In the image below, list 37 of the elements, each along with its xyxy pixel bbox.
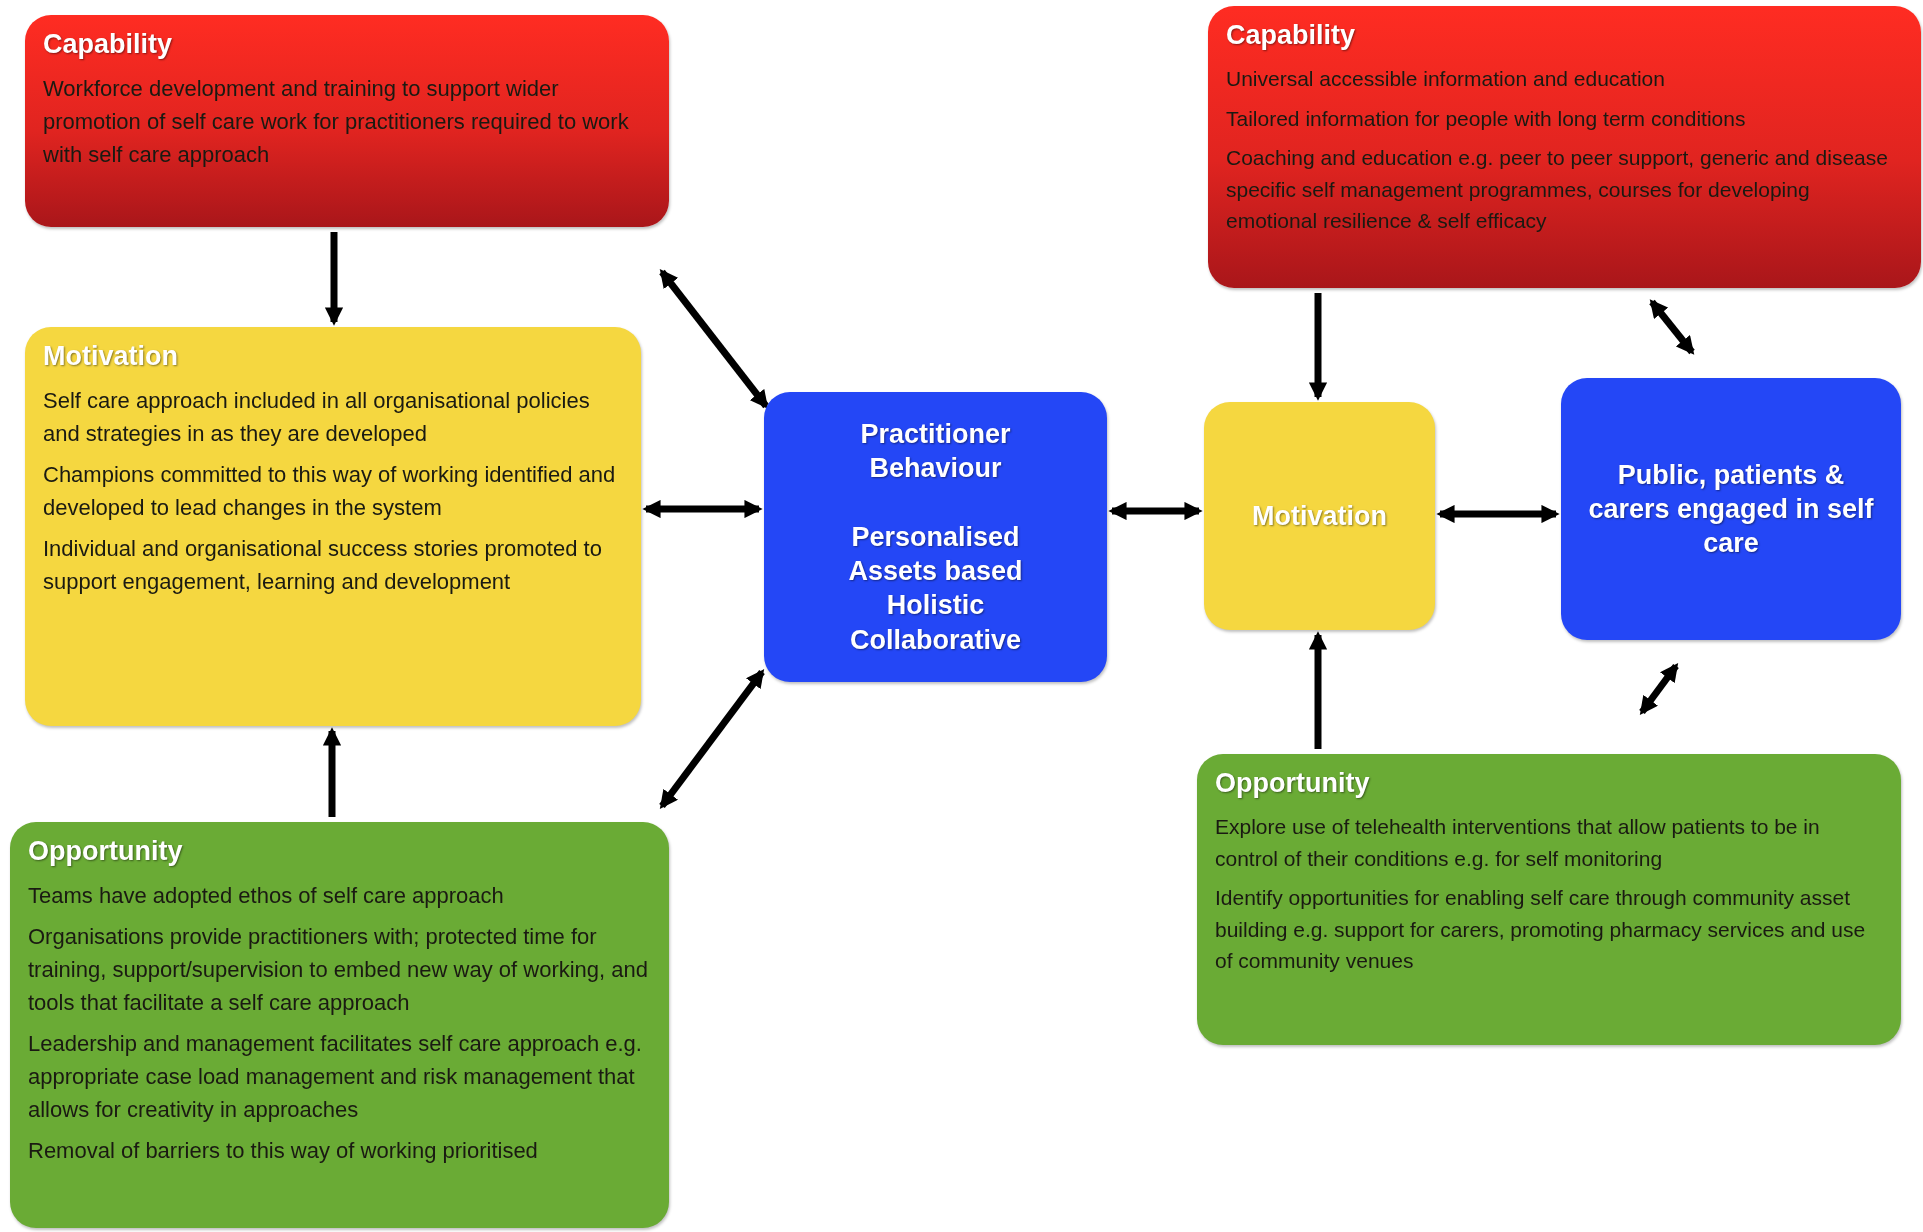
bullet-text: Workforce development and training to support wider promotion of self care work for practitioners required to work with self care approach <box>43 75 630 169</box>
rounded-box <box>1204 402 1435 630</box>
box-heading: Capability <box>1226 20 1357 51</box>
category-box <box>25 327 641 726</box>
category-box <box>1208 6 1921 288</box>
box-label: Practitioner Behaviour <box>859 418 1012 486</box>
arrow <box>659 269 769 409</box>
arrow <box>1436 504 1560 524</box>
box-label: Personalised Assets based Holistic Collaborative <box>847 520 1024 657</box>
category-box <box>10 822 669 1228</box>
category-box <box>25 15 669 227</box>
box-heading: Motivation <box>43 341 179 372</box>
arrow <box>1639 663 1679 715</box>
arrow <box>1108 501 1203 521</box>
bullet-text: Self care approach included in all organisational policies and strategies in as they are developed <box>43 387 591 448</box>
arrow <box>1649 299 1695 355</box>
bullet-text: Champions committed to this way of working identified and developed to lead changes in the system <box>43 461 617 522</box>
arrow <box>642 499 763 519</box>
bullet-text: Identify opportunities for enabling self care through community asset building e.g. support for carers, promoting pharmacy services and use of community venues <box>1215 885 1867 974</box>
rounded-box <box>764 392 1107 682</box>
box-heading: Opportunity <box>1215 768 1371 799</box>
rounded-box <box>1561 378 1901 640</box>
bullet-text: Teams have adopted ethos of self care approach <box>28 882 505 910</box>
bullet-text: Coaching and education e.g. peer to peer support, generic and disease specific self management programmes, courses for developing emotional resilience & self efficacy <box>1226 145 1889 234</box>
category-box <box>1197 754 1901 1045</box>
box-label: Public, patients & carers engaged in self care <box>1587 458 1875 561</box>
bullet-text: Organisations provide practitioners with; protected time for training, support/supervision to embed new way of working, and tools that facilitate a self care approach <box>28 923 649 1017</box>
bullet-text: Tailored information for people with long term conditions <box>1226 105 1747 132</box>
bullet-text: Individual and organisational success stories promoted to support engagement, learning and development <box>43 535 603 596</box>
bullet-text: Explore use of telehealth interventions that allow patients to be in control of their conditions e.g. for self monitoring <box>1215 814 1821 872</box>
bullet-text: Leadership and management facilitates self care approach e.g. appropriate case load management and risk management that allows for creativity in approaches <box>28 1030 643 1124</box>
arrow <box>659 669 765 809</box>
bullet-text: Removal of barriers to this way of working prioritised <box>28 1137 539 1165</box>
bullet-text: Universal accessible information and education <box>1226 66 1666 92</box>
box-heading: Capability <box>43 29 174 60</box>
box-heading: Opportunity <box>28 836 184 867</box>
box-label: Motivation <box>1252 499 1387 533</box>
